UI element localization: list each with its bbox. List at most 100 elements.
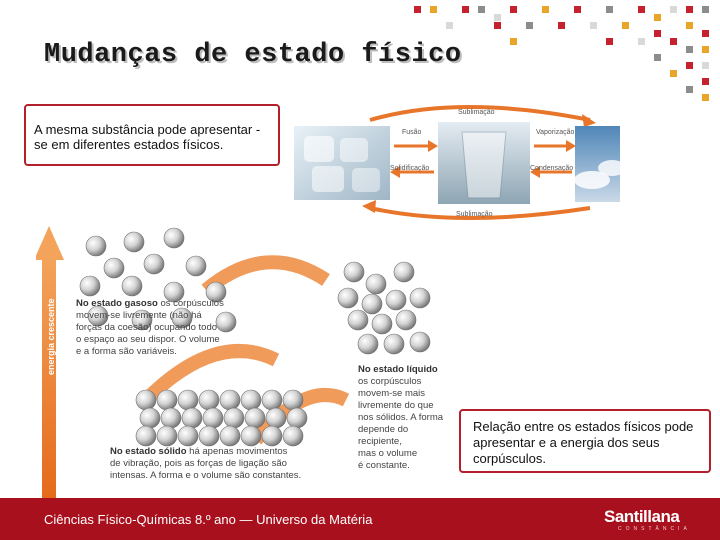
solid-particle [136, 390, 156, 410]
solid-particles [136, 390, 307, 446]
vaporization-label: Vaporização [536, 129, 575, 136]
solid-particle [245, 408, 265, 428]
mosaic-square [446, 22, 453, 29]
sublimation-top-label: Sublimação [458, 109, 495, 116]
fusion-label: Fusão [402, 129, 422, 136]
mosaic-square [702, 6, 709, 13]
solid-particle [161, 408, 181, 428]
mosaic-square [606, 38, 613, 45]
mosaic-square [590, 22, 597, 29]
mosaic-square [702, 78, 709, 85]
mosaic-square [670, 6, 677, 13]
mosaic-square [686, 6, 693, 13]
solid-description: No estado sólido há apenas movimentos de… [110, 446, 301, 481]
mosaic-square [462, 6, 469, 13]
sublimation-bottom-label: Sublimação [456, 211, 493, 218]
mosaic-square [606, 6, 613, 13]
gas-particle [122, 276, 142, 296]
condensation-label: Condensação [530, 165, 573, 172]
solid-particle [182, 408, 202, 428]
liquid-particle [384, 334, 404, 354]
gas-particle [104, 258, 124, 278]
mosaic-square [670, 70, 677, 77]
solid-particle [157, 390, 177, 410]
energy-particles-diagram: energia crescente + energia + energia No… [36, 220, 456, 498]
mosaic-square [622, 22, 629, 29]
liquid-description: No estado líquido os corpúsculos movem-s… [358, 364, 446, 471]
mosaic-square [430, 6, 437, 13]
solid-particle [157, 426, 177, 446]
solidification-label: Solidificação [390, 165, 429, 172]
footer-text: Ciências Físico-Químicas 8.º ano — Unive… [44, 512, 372, 527]
solid-particle [220, 426, 240, 446]
gas-particle [144, 254, 164, 274]
liquid-particle [338, 288, 358, 308]
gas-particle [80, 276, 100, 296]
brand-tagline: CONSTÂNCIA [618, 526, 691, 532]
relation-text: Relação entre os estados físicos pode ap… [473, 419, 693, 466]
energy-axis-arrow [42, 258, 56, 498]
energy-arrow-label-1: + energia [257, 272, 299, 295]
gas-description: No estado gasoso os corpúsculos movem-se… [76, 298, 226, 357]
mosaic-square [686, 86, 693, 93]
intro-textbox: A mesma substância pode apresentar -se e… [24, 104, 280, 166]
solid-particle [178, 426, 198, 446]
liquid-particle [372, 314, 392, 334]
mosaic-square [702, 94, 709, 101]
mosaic-square [574, 6, 581, 13]
mosaic-square [670, 38, 677, 45]
solid-particle [241, 426, 261, 446]
liquid-particle [344, 262, 364, 282]
mosaic-square [638, 38, 645, 45]
solid-particle [283, 390, 303, 410]
gas-particle [86, 236, 106, 256]
energy-axis-label: energia crescente [46, 298, 56, 375]
mosaic-square [494, 22, 501, 29]
mosaic-square [478, 6, 485, 13]
solid-particle [140, 408, 160, 428]
mosaic-square [510, 6, 517, 13]
mosaic-square [654, 30, 661, 37]
liquid-particle [410, 332, 430, 352]
intro-text: A mesma substância pode apresentar -se e… [34, 122, 260, 152]
solid-particle [241, 390, 261, 410]
mosaic-square [702, 46, 709, 53]
solid-particle [224, 408, 244, 428]
solid-particle [220, 390, 240, 410]
mosaic-square [414, 6, 421, 13]
solid-particle [287, 408, 307, 428]
liquid-particle [358, 334, 378, 354]
mosaic-square [638, 6, 645, 13]
liquid-particles [338, 262, 430, 354]
slide-title: Mudanças de estado físico [44, 40, 462, 70]
liquid-particle [394, 262, 414, 282]
mosaic-square [654, 54, 661, 61]
state-change-cycle: Sublimação Fusão Solidificação Vaporizaç… [290, 98, 620, 228]
mosaic-square [510, 38, 517, 45]
solid-particle [266, 408, 286, 428]
mosaic-square [542, 6, 549, 13]
mosaic-square [494, 14, 501, 21]
liquid-particle [348, 310, 368, 330]
solid-particle [199, 426, 219, 446]
brand-logo: Santillana [604, 507, 679, 527]
solid-particle [136, 426, 156, 446]
solid-particle [262, 390, 282, 410]
solid-particle [203, 408, 223, 428]
mosaic-square [702, 30, 709, 37]
gas-particle [186, 256, 206, 276]
mosaic-square [654, 14, 661, 21]
mosaic-square [686, 62, 693, 69]
mosaic-square [702, 62, 709, 69]
liquid-particle [410, 288, 430, 308]
relation-textbox: Relação entre os estados físicos pode ap… [459, 409, 711, 473]
liquid-particle [386, 290, 406, 310]
liquid-particle [366, 274, 386, 294]
solid-particle [178, 390, 198, 410]
gas-particle [124, 232, 144, 252]
mosaic-square [558, 22, 565, 29]
mosaic-square [686, 46, 693, 53]
solid-particle [199, 390, 219, 410]
liquid-particle [396, 310, 416, 330]
mosaic-square [526, 22, 533, 29]
